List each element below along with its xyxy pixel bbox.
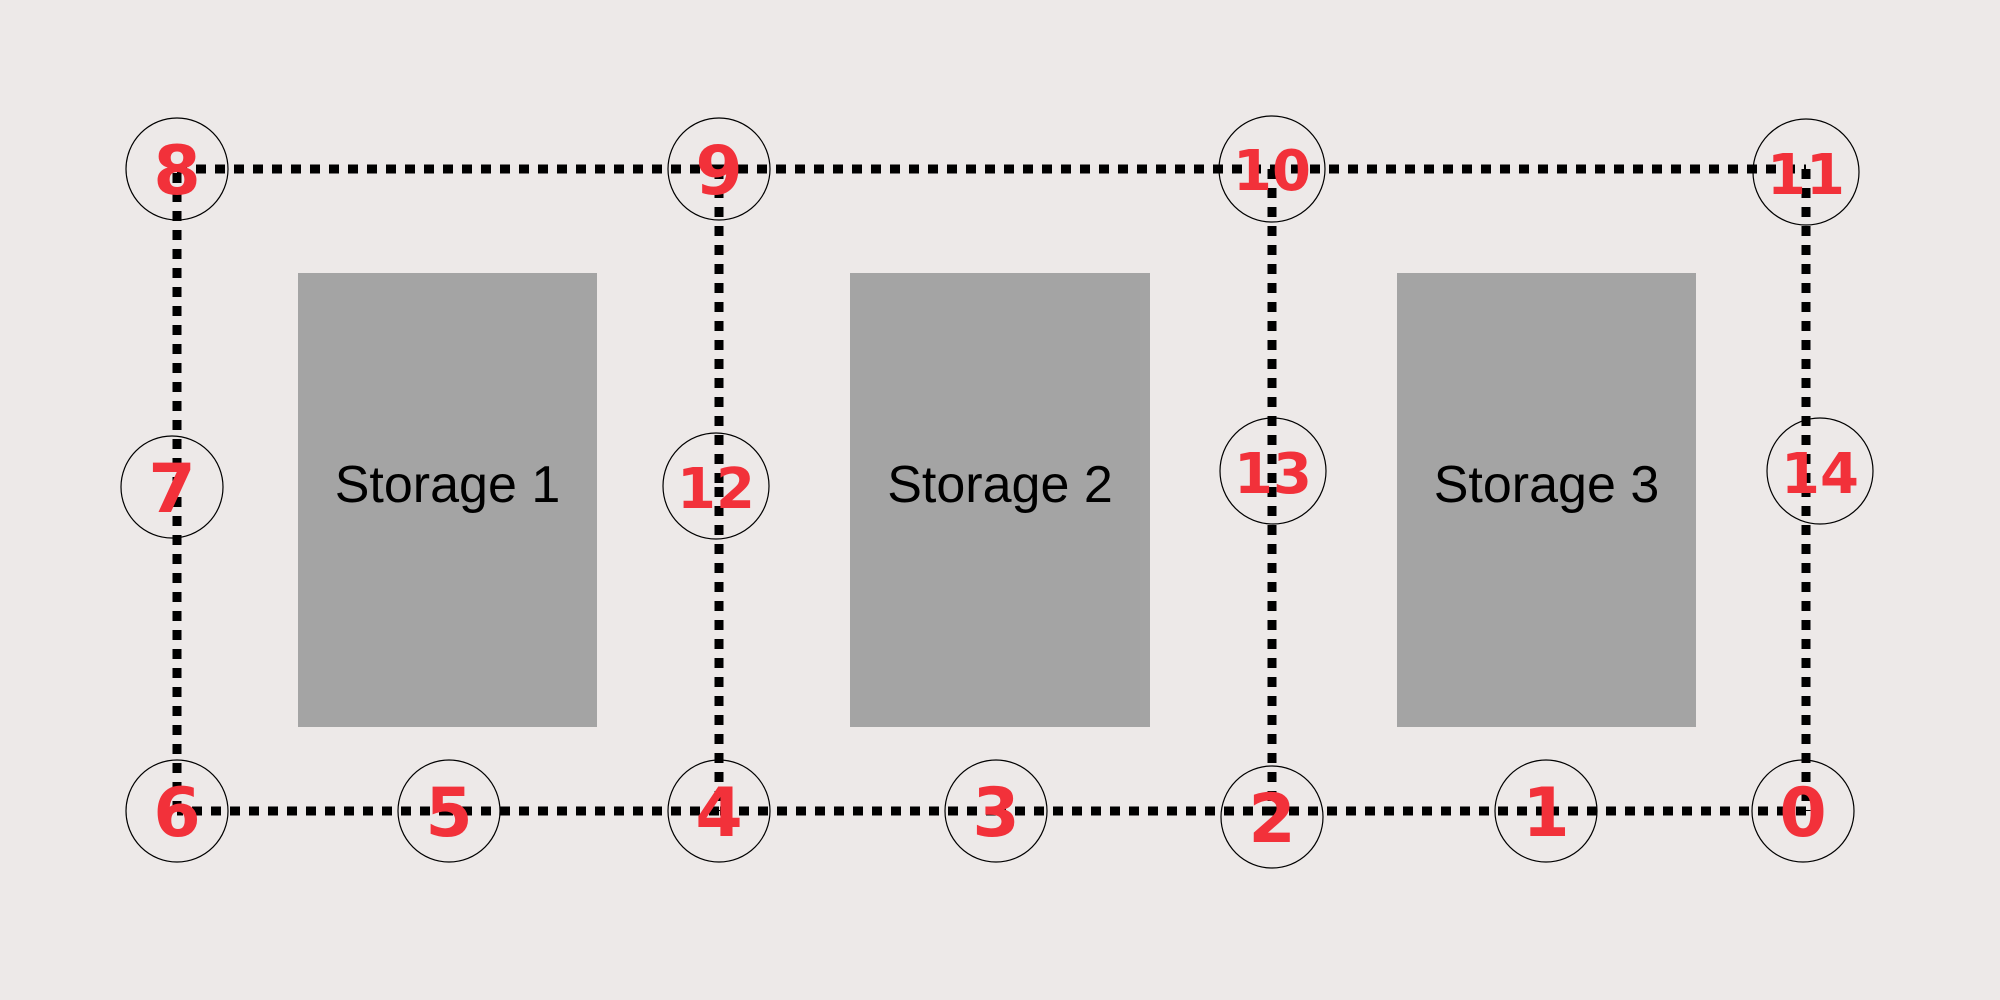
node-3-circle [944,759,1048,863]
storage-1-block [298,273,597,727]
node-7-circle [120,435,224,539]
node-12-label: 12 [677,457,755,522]
path-nodes: 0 1 2 3 4 5 6 7 [120,115,1874,869]
node-0-circle [1751,759,1855,863]
node-2-label: 2 [1248,780,1295,859]
node-13[interactable]: 13 [1219,417,1327,525]
node-9-label: 9 [695,132,742,211]
node-8-circle [125,117,229,221]
storage-1: Storage 1 [298,273,597,727]
node-3[interactable]: 3 [944,759,1048,863]
node-11[interactable]: 11 [1752,118,1860,226]
node-11-label: 11 [1767,143,1845,208]
node-5[interactable]: 5 [397,759,501,863]
node-14-circle [1766,417,1874,525]
node-0[interactable]: 0 [1751,759,1855,863]
storage-1-label: Storage 1 [335,456,561,514]
node-5-circle [397,759,501,863]
node-0-label: 0 [1779,774,1826,853]
storage-2-block [850,273,1150,727]
node-7-label: 7 [148,450,195,529]
node-7[interactable]: 7 [120,435,224,539]
node-4-label: 4 [695,774,742,853]
node-5-label: 5 [425,774,472,853]
node-6[interactable]: 6 [125,759,229,863]
path-edges [172,164,1811,816]
node-6-label: 6 [153,774,200,853]
node-1-label: 1 [1522,774,1569,853]
storage-2: Storage 2 [850,273,1150,727]
node-6-circle [125,759,229,863]
node-1[interactable]: 1 [1494,759,1598,863]
node-4-circle [667,759,771,863]
node-3-label: 3 [972,774,1019,853]
node-14[interactable]: 14 [1766,417,1874,525]
node-2-circle [1220,765,1324,869]
node-9-circle [667,117,771,221]
storage-3-block [1397,273,1696,727]
node-2[interactable]: 2 [1220,765,1324,869]
node-12-circle [662,432,770,540]
node-11-circle [1752,118,1860,226]
storage-3: Storage 3 [1397,273,1696,727]
storage-3-label: Storage 3 [1434,456,1660,514]
node-9[interactable]: 9 [667,117,771,221]
node-10-circle [1218,115,1326,223]
node-13-circle [1219,417,1327,525]
storage-2-label: Storage 2 [887,456,1113,514]
node-8-label: 8 [153,132,200,211]
node-1-circle [1494,759,1598,863]
node-13-label: 13 [1234,442,1312,507]
node-8[interactable]: 8 [125,117,229,221]
node-14-label: 14 [1781,442,1859,507]
node-10[interactable]: 10 [1218,115,1326,223]
node-4[interactable]: 4 [667,759,771,863]
node-10-label: 10 [1233,139,1311,204]
node-12[interactable]: 12 [662,432,770,540]
